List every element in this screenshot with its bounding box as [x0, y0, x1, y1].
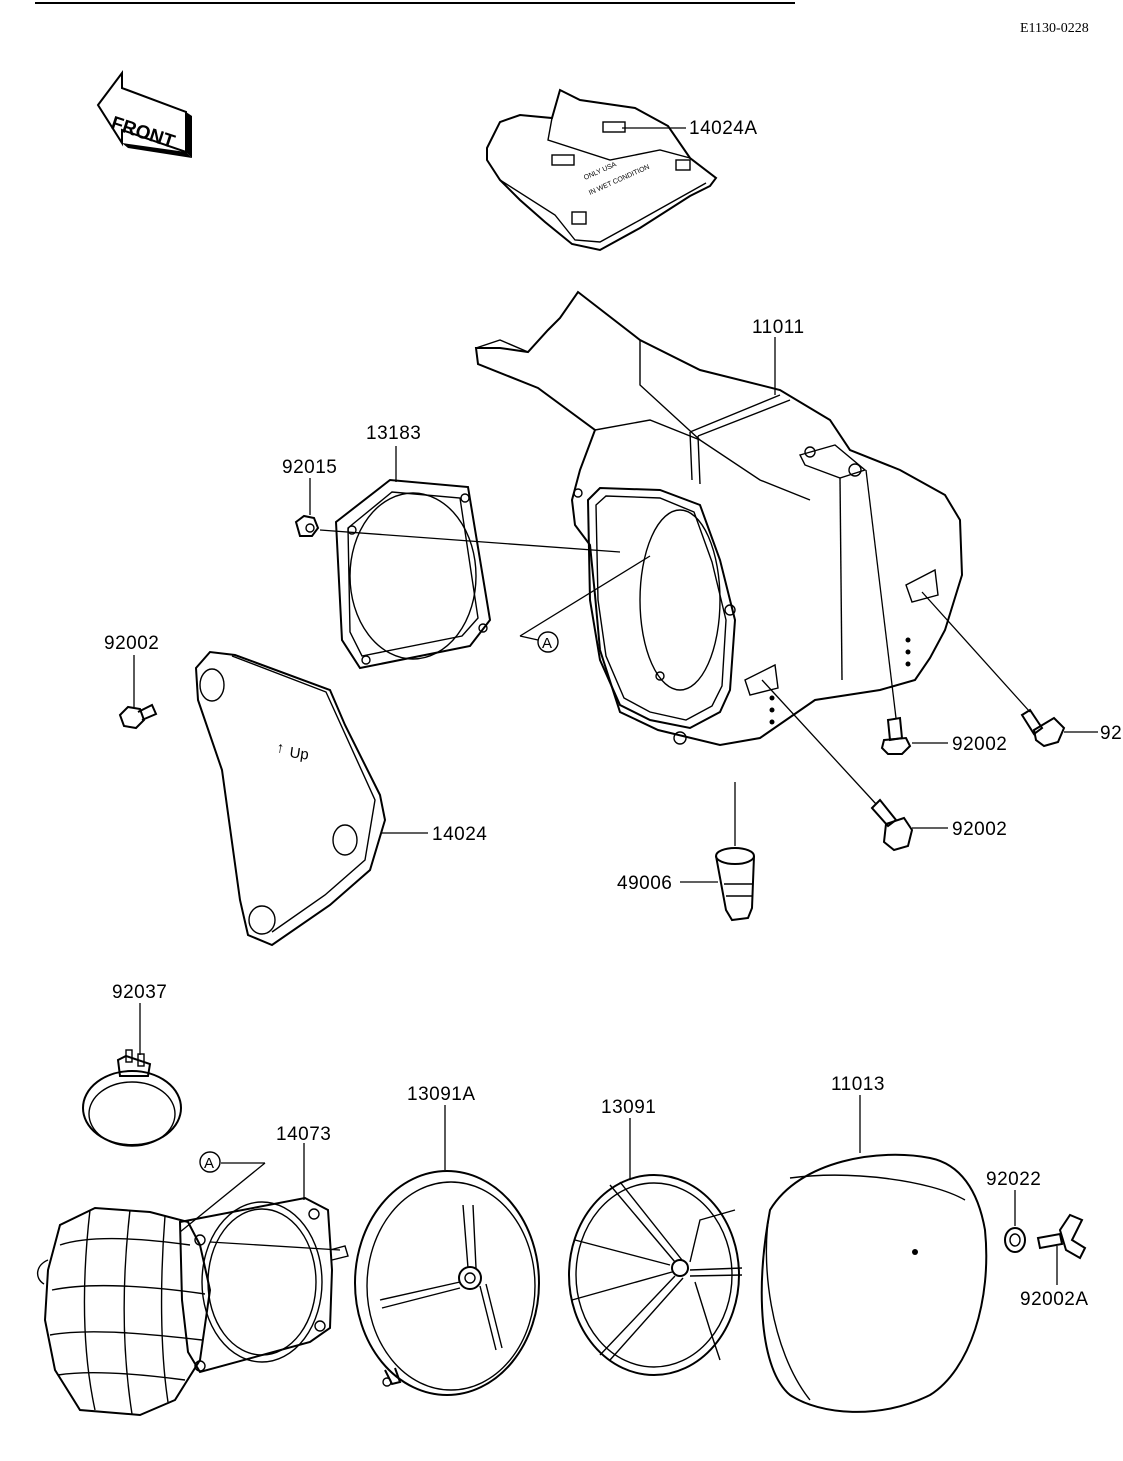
part-92002-left-bolt	[118, 703, 158, 730]
reference-code: E1130-0228	[1020, 21, 1089, 36]
ref-a-lower-diag	[179, 1162, 266, 1233]
part-14024-plate: ↑ Up	[194, 650, 387, 947]
leader-bolt-a-dashed	[865, 469, 897, 719]
duct-center-line	[209, 1241, 341, 1251]
part-92002-bolt-a	[880, 716, 912, 755]
leader-bolt-c-dashed	[761, 679, 877, 805]
ref-a-line-2	[519, 635, 539, 641]
part-49006-drain	[715, 847, 755, 922]
part-92022-washer	[1004, 1227, 1026, 1253]
part-11013-element	[760, 1153, 988, 1413]
front-arrow-icon: FRONT	[96, 70, 192, 158]
label-11011: 11011	[752, 317, 805, 338]
label-13091A: 13091A	[407, 1084, 476, 1105]
part-92002A-wingbolt	[1036, 1213, 1087, 1260]
part-11011-case	[474, 290, 964, 747]
label-14073: 14073	[276, 1124, 332, 1145]
part-14073-duct	[37, 1196, 349, 1417]
part-92037-clamp	[82, 1049, 182, 1147]
label-92037: 92037	[112, 982, 168, 1003]
ref-a-circle-lower	[199, 1151, 221, 1173]
label-11013: 11013	[831, 1074, 885, 1095]
label-13091: 13091	[601, 1097, 657, 1118]
part-13091A-plate	[354, 1170, 540, 1396]
part-92002-bolt-c	[870, 798, 914, 852]
label-14024: 14024	[432, 824, 488, 845]
label-14024A: 14024A	[689, 118, 758, 139]
part-92002-bolt-b	[1020, 708, 1066, 748]
up-marking-text: Up	[288, 744, 309, 764]
part-14024A-cover: ONLY USA IN WET CONDITION	[486, 88, 718, 252]
label-92015: 92015	[282, 457, 338, 478]
part-13091-cage	[568, 1174, 743, 1376]
label-92-edge: 92	[1100, 723, 1123, 744]
part-13183-gasket	[334, 478, 492, 670]
leader-bolt-b-dashed	[921, 591, 1031, 713]
up-marking: ↑	[275, 739, 285, 757]
part-92015-nut	[294, 514, 320, 537]
ref-a-label-lower: A	[204, 1155, 214, 1172]
ref-a-label-upper: A	[542, 635, 552, 652]
label-92002-left: 92002	[104, 633, 160, 654]
label-92022: 92022	[986, 1169, 1042, 1190]
label-92002A: 92002A	[1020, 1289, 1089, 1310]
ref-a-line-1	[519, 555, 651, 637]
ref-a-circle-upper	[537, 631, 559, 653]
stud-line	[319, 529, 621, 553]
label-49006: 49006	[617, 873, 673, 894]
label-92002-lower-right: 92002	[952, 734, 1008, 755]
label-92002-lower-mid: 92002	[952, 819, 1008, 840]
label-13183: 13183	[366, 423, 422, 444]
